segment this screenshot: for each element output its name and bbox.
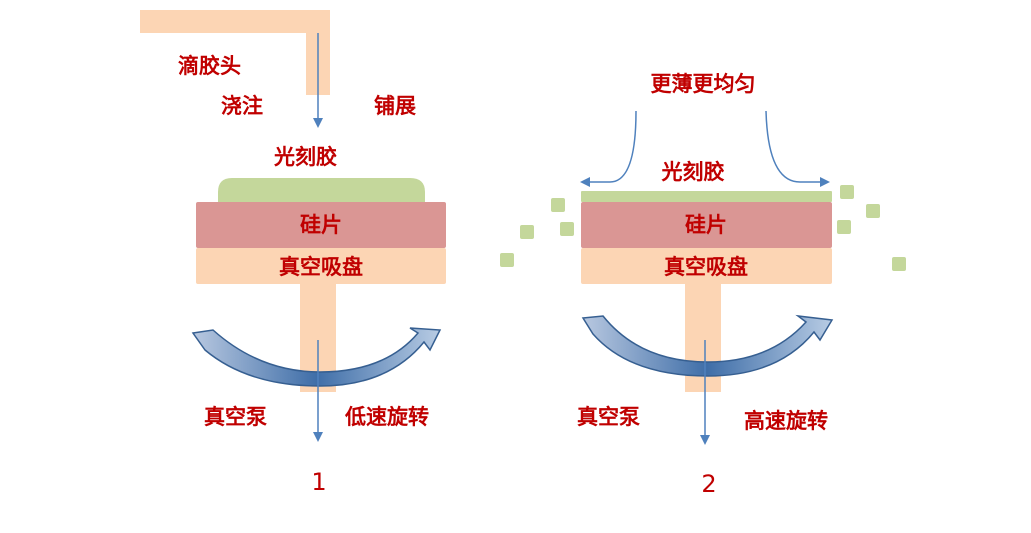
chuck-label: 真空吸盘 (279, 255, 363, 279)
photoresist-label: 光刻胶 (661, 160, 725, 184)
droplet (500, 253, 514, 267)
spread-arrow-left (580, 110, 637, 187)
rotation-arrow (191, 327, 442, 387)
droplet (837, 220, 851, 234)
photoresist-label: 光刻胶 (273, 145, 337, 169)
pour-label: 浇注 (221, 94, 263, 118)
vacuum-chuck (581, 248, 832, 284)
dispenser-label: 滴胶头 (178, 54, 241, 78)
step-number: 1 (311, 468, 326, 496)
droplet (551, 198, 565, 212)
chuck-label: 真空吸盘 (664, 255, 748, 279)
wafer-label: 硅片 (685, 213, 727, 237)
pump-label: 真空泵 (577, 405, 640, 429)
wafer-label: 硅片 (300, 213, 342, 237)
wafer (196, 202, 446, 248)
droplet (840, 185, 854, 199)
rotation-label: 高速旋转 (744, 409, 828, 433)
photoresist-film (581, 191, 832, 202)
dispenser-nozzle (140, 10, 330, 95)
step-number: 2 (701, 470, 716, 498)
spread-arrow-right (765, 110, 830, 187)
vacuum-chuck (196, 248, 446, 284)
photoresist-blob (218, 178, 425, 202)
spread-label: 铺展 (374, 94, 416, 118)
droplet (866, 204, 880, 218)
pump-label: 真空泵 (204, 405, 267, 429)
step-2: 更薄更均匀 光刻胶 硅片 真空吸盘 真空泵 高速旋转 2 (500, 72, 906, 498)
step-1: 滴胶头 浇注 铺展 光刻胶 硅片 真空吸盘 真空泵 低速旋转 1 (140, 10, 446, 496)
rotation-label: 低速旋转 (344, 405, 429, 429)
droplet (560, 222, 574, 236)
droplet (520, 225, 534, 239)
result-label: 更薄更均匀 (651, 72, 756, 96)
wafer (581, 202, 832, 248)
rotation-arrow (581, 314, 834, 377)
droplet (892, 257, 906, 271)
flung-resist-droplets (500, 185, 906, 271)
